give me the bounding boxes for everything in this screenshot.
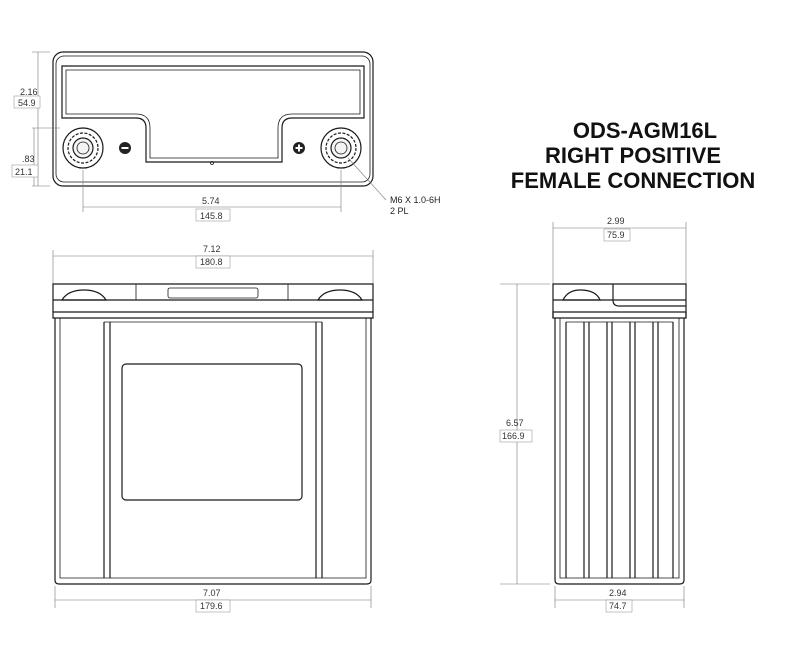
top-view-lid-recess	[61, 65, 365, 163]
side-case-inner	[559, 318, 680, 579]
top-view-inner-outline	[55, 55, 371, 183]
dim-side-bottom-width-in: 2.94	[609, 588, 627, 598]
front-case-inner	[59, 318, 367, 579]
thread-note-line1: M6 X 1.0-6H	[390, 195, 441, 205]
front-negative-post	[60, 289, 108, 301]
side-terminal-post	[562, 289, 601, 301]
side-lid-step	[612, 284, 686, 307]
dim-top-height-lines	[32, 51, 50, 187]
dim-terminal-spacing-in: 5.74	[202, 196, 220, 206]
front-lid-label	[167, 287, 259, 299]
thread-leader	[347, 157, 387, 201]
dim-side-top-width-lines	[552, 222, 687, 290]
front-positive-post	[316, 289, 364, 301]
thread-note-line2: 2 PL	[390, 206, 409, 216]
title-model: ODS-AGM16L	[573, 118, 717, 143]
top-view-outline	[52, 51, 374, 187]
side-case	[554, 318, 685, 585]
dim-front-top-width-mm: 180.8	[200, 257, 223, 267]
dim-side-top-width-in: 2.99	[607, 216, 625, 226]
dim-front-top-width-in: 7.12	[203, 244, 221, 254]
front-lid-seam	[52, 311, 374, 319]
dim-top-height-in: 2.16	[20, 87, 38, 97]
side-ribs	[565, 322, 674, 578]
dim-top-height-mm: 54.9	[18, 98, 36, 108]
title-connection: FEMALE CONNECTION	[511, 168, 755, 193]
front-case	[54, 318, 372, 585]
top-view-lid-inner	[65, 69, 361, 159]
dim-terminal-height-mm: 21.1	[15, 167, 33, 177]
dim-side-bottom-width-mm: 74.7	[609, 601, 627, 611]
side-lid-seam	[552, 311, 687, 319]
dim-front-bottom-width-mm: 179.6	[200, 601, 223, 611]
front-ribs	[103, 322, 323, 578]
positive-symbol-icon	[293, 142, 305, 154]
dim-side-height-in: 6.57	[506, 418, 524, 428]
negative-symbol-icon	[119, 142, 131, 154]
positive-terminal	[320, 127, 362, 169]
dim-terminal-spacing-lines	[82, 170, 342, 212]
top-view-vent-dot	[210, 161, 214, 165]
side-view: 2.99 75.9 6.57 166.9 2.94 74.7	[499, 216, 687, 613]
title-polarity: RIGHT POSITIVE	[545, 143, 721, 168]
negative-terminal	[62, 127, 104, 169]
dim-side-top-width-mm: 75.9	[607, 230, 625, 240]
top-view: M6 X 1.0-6H 2 PL 2.16 54.9 .83 21.1 5.74…	[11, 51, 441, 222]
dim-terminal-height-in: .83	[22, 154, 35, 164]
side-lid	[552, 283, 687, 318]
front-label-panel	[121, 363, 303, 501]
dim-terminal-spacing-mm: 145.8	[200, 211, 223, 221]
dim-side-height-mm: 166.9	[502, 431, 525, 441]
front-view: 7.12 180.8 7.07 179.6	[52, 244, 374, 613]
dim-front-bottom-width-in: 7.07	[203, 588, 221, 598]
